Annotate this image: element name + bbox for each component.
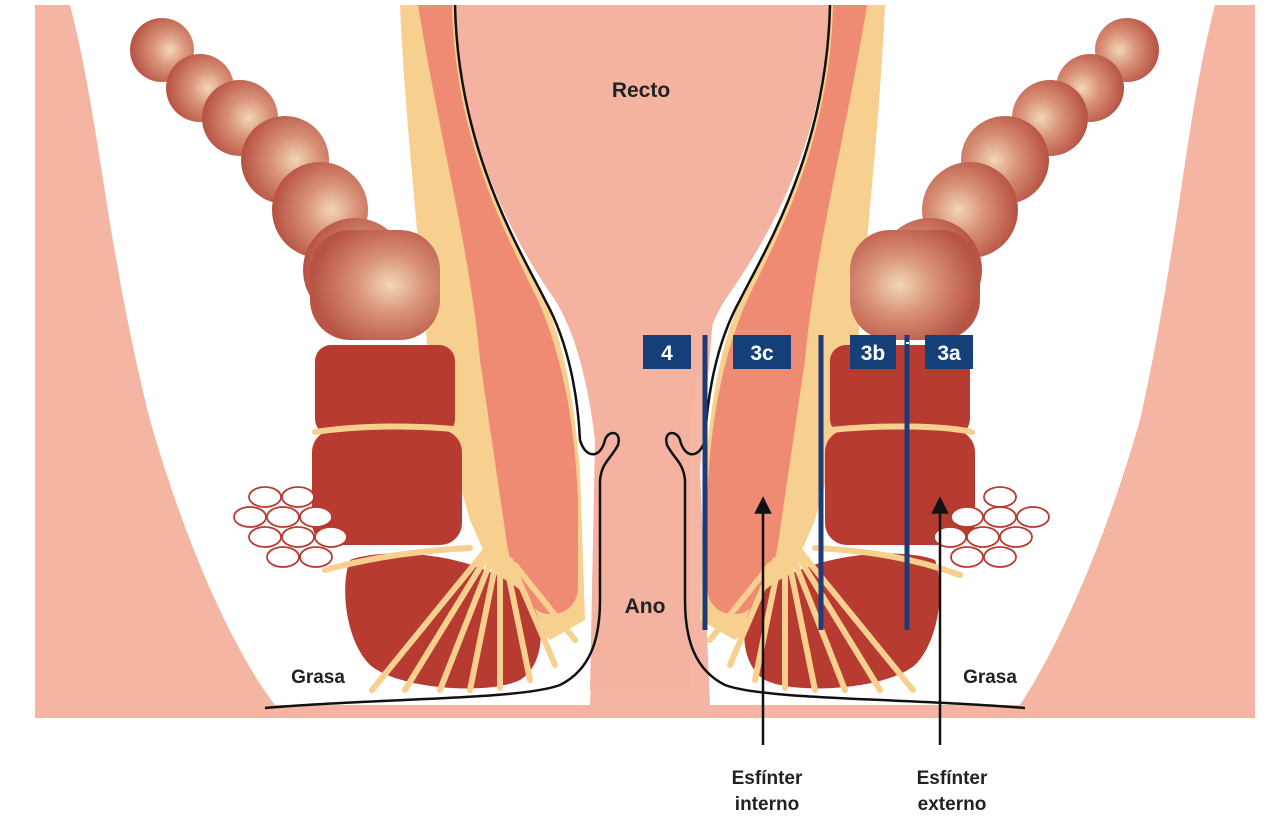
svg-text:3b: 3b xyxy=(861,342,886,365)
label-fat-right: Grasa xyxy=(963,667,1017,688)
label-rectum: Recto xyxy=(612,79,670,102)
badge-grade-3b: 3b xyxy=(850,335,896,369)
label-anus: Ano xyxy=(625,595,666,618)
label-internal-sphincter-2: interno xyxy=(735,794,799,815)
svg-text:4: 4 xyxy=(661,342,673,365)
badge-grade-3c: 3c xyxy=(733,335,791,369)
badge-grade-4: 4 xyxy=(643,335,691,369)
svg-text:3c: 3c xyxy=(750,342,774,365)
svg-text:3a: 3a xyxy=(937,342,961,365)
label-external-sphincter-2: externo xyxy=(918,794,987,815)
badge-grade-3a: 3a xyxy=(925,335,973,369)
label-external-sphincter-1: Esfínter xyxy=(917,768,988,789)
label-fat-left: Grasa xyxy=(291,667,345,688)
label-internal-sphincter-1: Esfínter xyxy=(732,768,803,789)
